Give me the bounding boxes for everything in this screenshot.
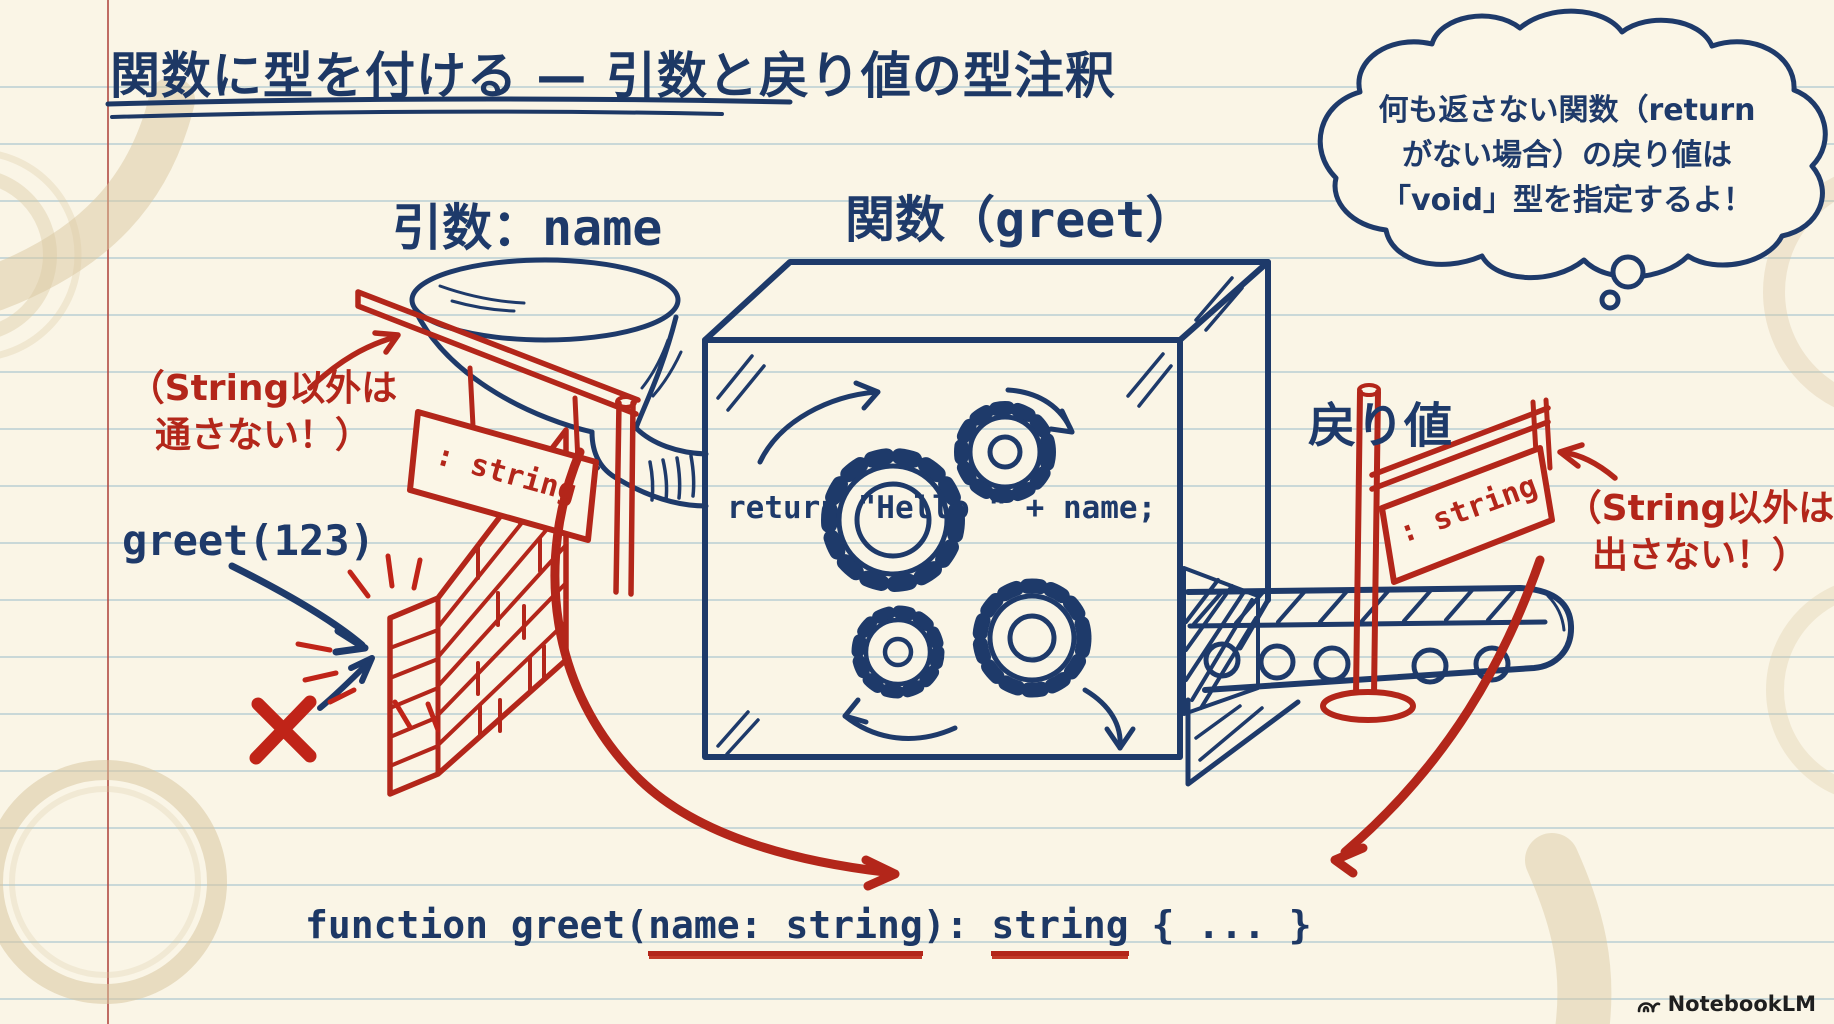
bubble-tail-2 <box>1599 289 1621 311</box>
flow-arrows <box>550 447 1545 891</box>
output-gate <box>1320 383 1555 723</box>
function-label: 関数（greet） <box>845 180 1196 252</box>
output-warning-line-1: （String以外は <box>1565 488 1834 529</box>
thought-bubble-outline <box>1317 8 1828 311</box>
function-label-post: ） <box>1145 191 1196 249</box>
corner-hatch-tr <box>1126 352 1173 408</box>
gate-rail-right <box>1369 405 1551 492</box>
flow-arrow-left <box>550 447 900 891</box>
input-warning-arrow <box>307 330 401 391</box>
stain-ring-right-top <box>1763 176 1834 408</box>
x-mark-icon <box>249 695 317 765</box>
gate-post <box>613 400 636 597</box>
return-annotation: string <box>991 903 1129 956</box>
brand-name: NotebookLM <box>1667 992 1816 1016</box>
gears <box>757 380 1136 751</box>
gear-bottom-right <box>972 578 1092 698</box>
bubble-cloud <box>1317 8 1828 280</box>
input-warning-line-2: 通さない！） <box>154 414 371 456</box>
output-warning-arrow <box>1557 442 1618 481</box>
param-annotation: name: string <box>648 903 923 956</box>
stain-ring-topleft <box>0 173 57 337</box>
conveyor-belt <box>1185 585 1575 787</box>
flow-arrow-right <box>1330 555 1545 878</box>
code-signature: function greet(name: string): string { .… <box>305 903 1312 956</box>
argument-label: 引数：name <box>392 188 662 260</box>
bubble-line-1: 何も返さない関数（return <box>1378 93 1756 128</box>
stain-ring-bottomleft-2 <box>9 786 201 978</box>
belt-support <box>1185 697 1301 787</box>
margin-line <box>107 0 109 1024</box>
brick-rows <box>388 466 568 768</box>
thought-bubble-text: 何も返さない関数（return がない場合）の戻り値は 「void」型を指定する… <box>1332 88 1802 223</box>
title-underline <box>105 96 793 119</box>
argument-label-code: name <box>542 199 663 257</box>
stain-ring-topleft-2 <box>0 151 82 359</box>
brand-footer: NotebookLM <box>1636 992 1816 1016</box>
corner-hatch-bl <box>716 710 760 756</box>
code-part-head: function greet( <box>305 903 649 947</box>
bubble-tail-1 <box>1610 254 1646 290</box>
gear-large-left <box>821 448 965 592</box>
code-part-mid: ): <box>922 903 992 947</box>
stain-streak-bottom <box>1525 833 1612 1024</box>
gate-post-right <box>1353 389 1381 698</box>
blue-arrow-main <box>228 562 369 656</box>
input-warning: （String以外は 通さない！） <box>128 366 398 460</box>
corner-hatch-tl <box>716 354 766 412</box>
impact-burst <box>295 553 441 733</box>
input-gate <box>355 289 641 597</box>
argument-label-jp: 引数： <box>392 199 542 257</box>
gear-rotation-arrows <box>757 380 1136 751</box>
output-warning-line-2: 出さない！） <box>1591 534 1808 576</box>
input-sign-board <box>407 409 599 543</box>
stain-ring-bottomleft <box>0 760 227 1004</box>
input-warning-line-1: （String以外は <box>128 368 398 409</box>
corner-hatch-side <box>1194 276 1244 332</box>
gear-top-right <box>954 401 1056 503</box>
code-part-tail: { ... } <box>1128 903 1312 947</box>
notebooklm-icon <box>1637 1002 1660 1013</box>
bubble-line-3: 「void」型を指定するよ！ <box>1381 183 1753 218</box>
output-sign-board <box>1379 445 1555 585</box>
bubble-line-2: がない場合）の戻り値は <box>1402 138 1732 173</box>
page-title: 関数に型を付ける — 引数と戻り値の型注釈 <box>110 47 1116 105</box>
machine-code: return "Hello " + name; <box>727 490 1157 526</box>
function-label-code: greet <box>995 191 1146 249</box>
gate-rail <box>355 289 641 417</box>
reject-arrows <box>228 553 441 765</box>
reject-call: greet(123) <box>122 516 375 565</box>
belt-rollers <box>1203 641 1511 685</box>
stain-ring-right-bottom <box>1766 585 1834 795</box>
return-value-label: 戻り値 <box>1308 398 1453 454</box>
blue-arrow-small <box>317 655 375 711</box>
function-label-pre: 関数（ <box>845 191 995 249</box>
post-base <box>1320 689 1416 723</box>
gear-bottom-left <box>851 605 945 699</box>
output-warning: （String以外は 出さない！） <box>1565 486 1834 580</box>
stain-streak-left <box>0 77 195 311</box>
